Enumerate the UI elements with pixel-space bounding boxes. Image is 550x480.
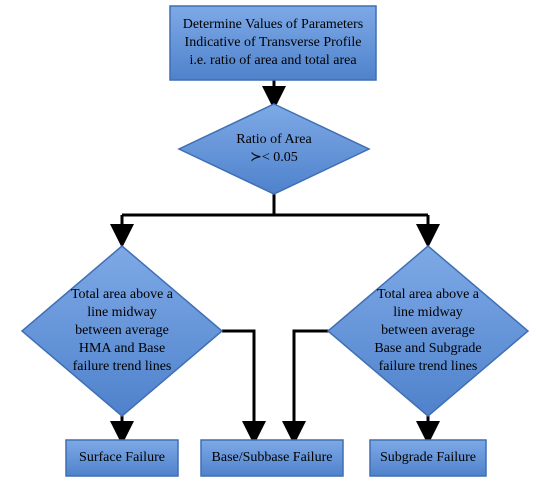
start-line-1: Determine Values of Parameters	[182, 17, 364, 32]
surface-failure-box	[65, 439, 179, 477]
left-line-5: failure trend lines	[72, 359, 172, 374]
subgrade-failure-box	[369, 439, 487, 477]
decision-right-label: Total area above a line midway between a…	[358, 286, 498, 376]
right-line-4: Base and Subgrade	[374, 341, 482, 356]
subgrade-failure-label: Subgrade Failure	[379, 450, 477, 465]
right-line-2: line midway	[393, 305, 463, 320]
left-line-4: HMA and Base	[78, 341, 166, 356]
base-failure-box	[200, 439, 344, 477]
decision-left-label: Total area above a line midway between a…	[52, 286, 192, 376]
start-box	[169, 5, 377, 81]
decision-right-diamond	[326, 245, 530, 417]
right-line-5: failure trend lines	[378, 359, 478, 374]
start-line-3: i.e. ratio of area and total area	[189, 53, 357, 68]
start-box-label: Determine Values of Parameters Indicativ…	[170, 16, 376, 70]
arrow-left-to-base	[222, 329, 266, 445]
decision-left-diamond	[20, 245, 224, 417]
right-line-1: Total area above a	[376, 287, 479, 302]
surface-failure-label: Surface Failure	[79, 450, 165, 465]
left-line-2: line midway	[87, 305, 157, 320]
left-line-3: between average	[75, 323, 169, 338]
arrow-right-to-base	[282, 329, 333, 445]
connectors	[110, 80, 440, 445]
right-line-3: between average	[381, 323, 475, 338]
left-line-1: Total area above a	[70, 287, 173, 302]
decision-ratio-diamond	[177, 103, 371, 195]
ratio-line-1: Ratio of Area	[236, 132, 312, 147]
decision-ratio-label: Ratio of Area ≻< 0.05	[200, 131, 348, 167]
base-failure-label: Base/Subbase Failure	[211, 450, 333, 465]
start-line-2: Indicative of Transverse Profile	[184, 35, 362, 50]
ratio-line-2: ≻< 0.05	[250, 150, 298, 165]
